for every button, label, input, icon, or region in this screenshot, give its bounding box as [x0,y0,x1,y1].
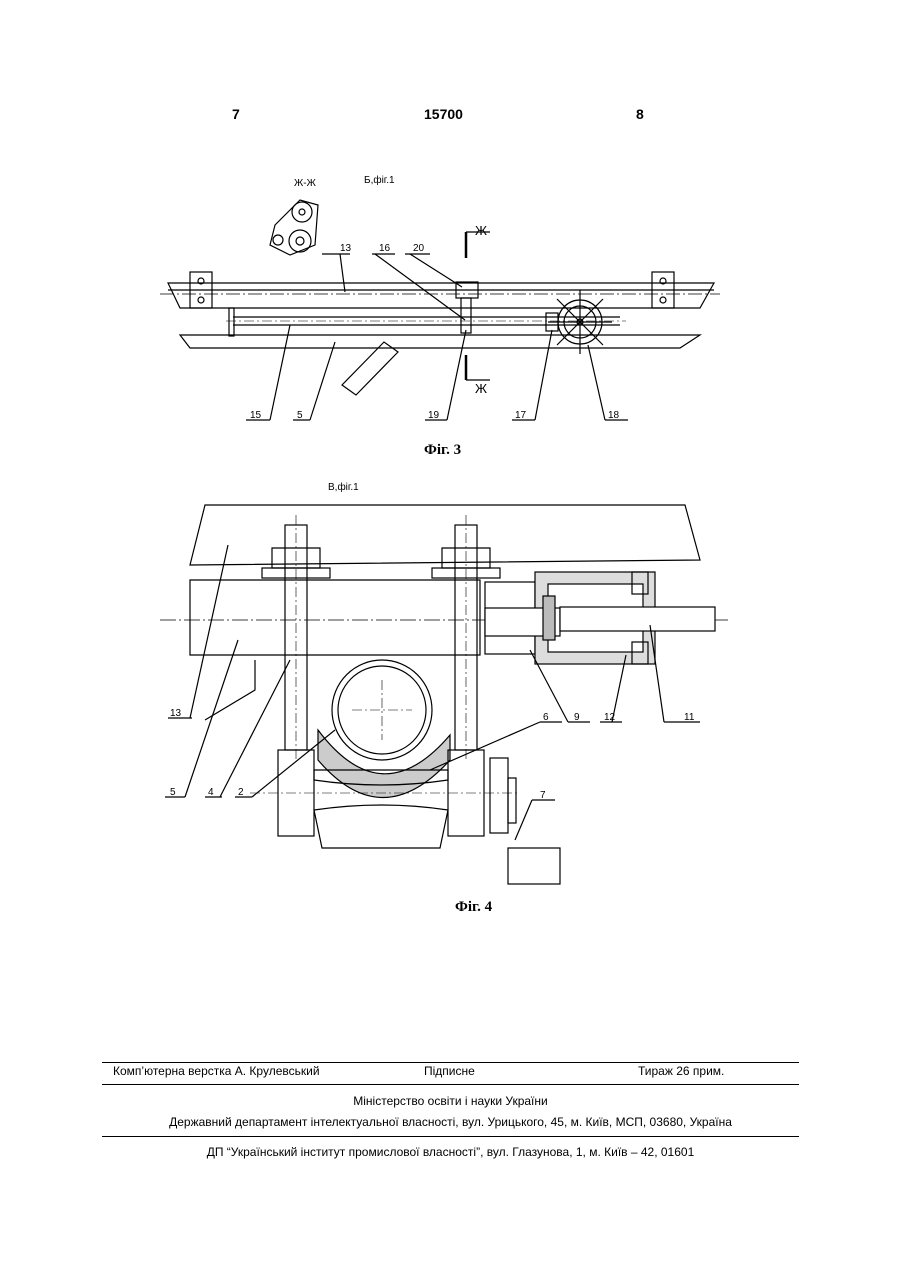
callout-18: 18 [608,410,620,421]
callout-17: 17 [515,410,527,421]
callout-2: 2 [238,787,244,798]
figure-4-drawing: В,фіг.1 13 5 4 2 6 9 12 11 7 [0,475,901,895]
callout-6: 6 [543,712,549,723]
footer-signed: Підписне [424,1064,475,1078]
callout-4: 4 [208,787,214,798]
callout-5: 5 [297,410,303,421]
page-number-right: 8 [636,106,644,122]
callout-5: 5 [170,787,176,798]
callout-11: 11 [684,712,695,723]
section-detail [270,200,318,255]
footer-institute: ДП “Український інститут промислової вла… [0,1145,901,1159]
figure-3-caption: Фіг. 3 [424,442,461,459]
callout-7: 7 [540,790,546,801]
callout-13: 13 [340,243,352,254]
view-label: В,фіг.1 [328,481,359,493]
callout-16: 16 [379,243,391,254]
footer-ministry: Міністерство освіти і науки України [0,1094,901,1108]
footer-circulation: Тираж 26 прим. [638,1064,724,1078]
cut-label-top: Ж [475,223,487,238]
patent-number: 15700 [424,106,463,122]
hydraulic-cylinder [485,572,715,664]
view-label: Б,фіг.1 [364,174,395,186]
footer-typesetting: Комп’ютерна верстка А. Крулевський [113,1064,320,1078]
callout-12: 12 [604,712,616,723]
footer-rule-bottom [102,1136,799,1137]
callout-19: 19 [428,410,440,421]
page-number-left: 7 [232,106,240,122]
footer-department: Державний департамент інтелектуальної вл… [0,1115,901,1129]
handwheel [546,290,612,354]
footer-rule-middle [102,1084,799,1085]
callout-20: 20 [413,243,425,254]
section-label: Ж-Ж [294,178,317,189]
footer-rule-top [102,1062,799,1063]
callout-13: 13 [170,708,182,719]
callout-15: 15 [250,410,262,421]
figure-4-caption: Фіг. 4 [455,899,492,916]
callout-9: 9 [574,712,580,723]
cut-label-bottom: Ж [475,381,487,396]
figure-3-drawing: Ж-Ж Б,фіг.1 Ж Ж 13 16 20 15 5 19 17 18 [0,160,901,440]
